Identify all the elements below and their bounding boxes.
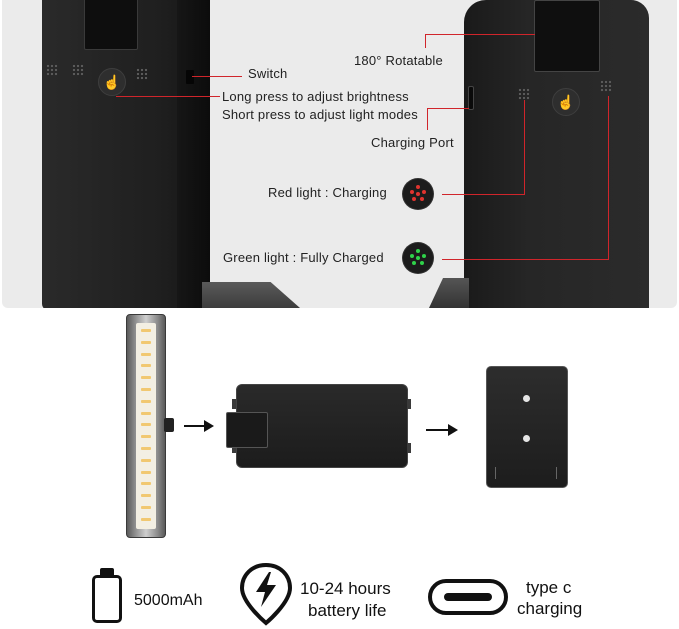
led-chip — [141, 506, 151, 509]
panel-tab — [232, 443, 236, 453]
wall-mount-plate — [486, 366, 568, 488]
usb-c-port-icon — [428, 579, 508, 615]
green-led-callout-line — [608, 96, 609, 260]
led-chip — [141, 388, 151, 391]
led-light-bar — [126, 314, 166, 538]
screw-hole — [523, 435, 530, 442]
arrow-right-icon — [184, 425, 204, 427]
battery-icon — [100, 568, 114, 575]
vent-grille-icon — [600, 80, 612, 92]
led-chip — [141, 423, 151, 427]
led-chip — [141, 352, 151, 356]
switch-callout-line — [192, 76, 242, 77]
touch-button-icon: ☝ — [98, 68, 126, 96]
rotatable-label: 180° Rotatable — [354, 53, 443, 68]
vent-grille-icon — [518, 88, 530, 100]
led-chip — [141, 376, 151, 380]
side-switch — [186, 70, 194, 84]
rotating-hinge-right — [534, 0, 600, 72]
device-detail-photo: ☝ ☝ Switch Long press to adjust brightne… — [2, 0, 677, 308]
led-chip — [141, 517, 151, 521]
rotating-clip — [226, 412, 268, 448]
brightness-label: Long press to adjust brightness — [222, 89, 409, 104]
led-chip — [141, 435, 151, 439]
charging-type-line2: charging — [517, 599, 583, 618]
green-led-callout-line — [442, 259, 608, 260]
light-bar-connector — [164, 418, 174, 432]
mount-lip — [495, 467, 557, 479]
arrow-right-icon — [448, 424, 458, 436]
red-led-indicator-icon — [403, 179, 433, 209]
led-chip — [141, 482, 151, 486]
battery-capacity: 5000mAh — [134, 592, 203, 609]
battery-life-line2: battery life — [308, 601, 387, 620]
rotatable-callout-line — [425, 34, 535, 35]
charging-port — [468, 86, 474, 110]
led-chip — [141, 470, 151, 474]
lamp-stand-right — [429, 278, 469, 308]
led-chip — [141, 447, 151, 450]
switch-label: Switch — [248, 66, 288, 81]
led-chip — [141, 411, 151, 415]
led-chip — [141, 329, 151, 332]
battery-icon — [92, 575, 122, 623]
led-strip — [136, 323, 156, 529]
led-chip — [141, 458, 151, 462]
red-led-callout-line — [442, 194, 524, 195]
led-chip — [141, 494, 151, 498]
battery-life-line1: 10-24 hours — [300, 579, 391, 598]
charging-type-line1: type c — [526, 578, 572, 597]
led-chip — [141, 340, 151, 344]
port-callout-line — [427, 108, 469, 109]
red-led-callout-line — [524, 100, 525, 195]
lamp-body-side-edge — [177, 0, 210, 308]
green-led-indicator-icon — [403, 243, 433, 273]
lightning-pin-icon — [239, 562, 293, 626]
panel-tab — [232, 399, 236, 409]
charging-port-label: Charging Port — [371, 135, 454, 150]
vent-grille-icon — [72, 64, 84, 76]
led-chip — [141, 364, 151, 368]
vent-grille-icon — [136, 68, 148, 80]
arrow-right-icon — [204, 420, 214, 432]
lamp-stand-left — [202, 282, 300, 308]
screw-hole — [523, 395, 530, 402]
panel-tab — [407, 443, 411, 453]
panel-tab — [407, 399, 411, 409]
led-chip — [141, 399, 151, 403]
touch-callout-line — [116, 96, 220, 97]
arrow-right-icon — [426, 429, 448, 431]
green-light-label: Green light : Fully Charged — [223, 250, 384, 265]
touch-button-icon: ☝ — [552, 88, 580, 116]
light-modes-label: Short press to adjust light modes — [222, 107, 418, 122]
port-callout-line — [427, 108, 428, 130]
rotatable-callout-line — [425, 34, 426, 48]
vent-grille-icon — [46, 64, 58, 76]
red-light-label: Red light : Charging — [268, 185, 387, 200]
rotating-hinge-left — [84, 0, 138, 50]
